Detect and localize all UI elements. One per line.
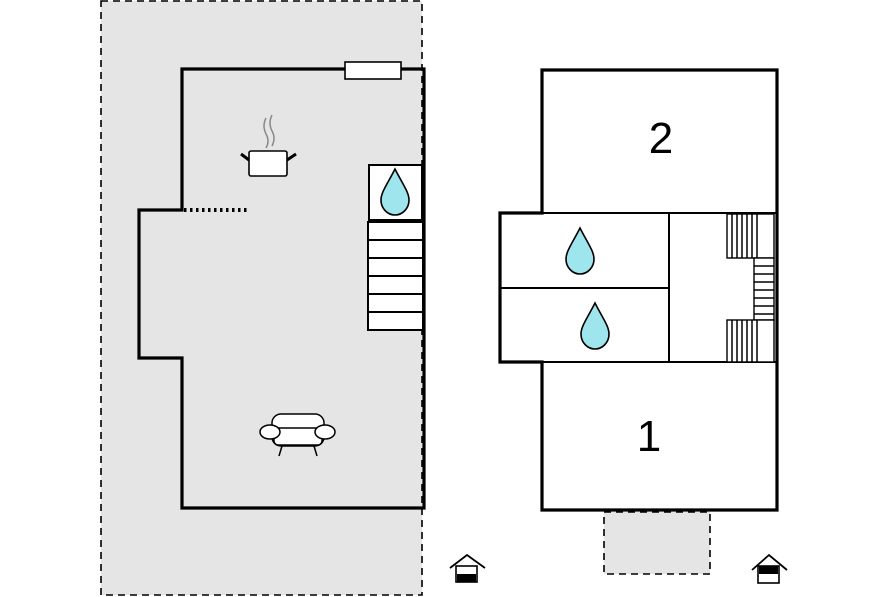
kitchen-pot-icon: [240, 114, 297, 177]
staircase: [367, 221, 424, 331]
floor-level-icon: [751, 553, 788, 584]
entrance-porch: [603, 511, 711, 575]
window: [344, 61, 402, 80]
water-drop-icon: [565, 226, 595, 275]
sofa-icon: [259, 413, 336, 457]
ground-floor-plan: [100, 0, 486, 596]
room-number-1: 1: [637, 412, 661, 461]
staircase: [726, 213, 775, 363]
water-drop-icon: [380, 167, 410, 216]
upper-floor-plan: 2 1: [498, 68, 788, 584]
floor-level-icon: [449, 553, 486, 583]
water-drop-icon: [580, 301, 610, 350]
room-number-2: 2: [649, 114, 673, 163]
ground-floor-walls: [137, 67, 426, 510]
